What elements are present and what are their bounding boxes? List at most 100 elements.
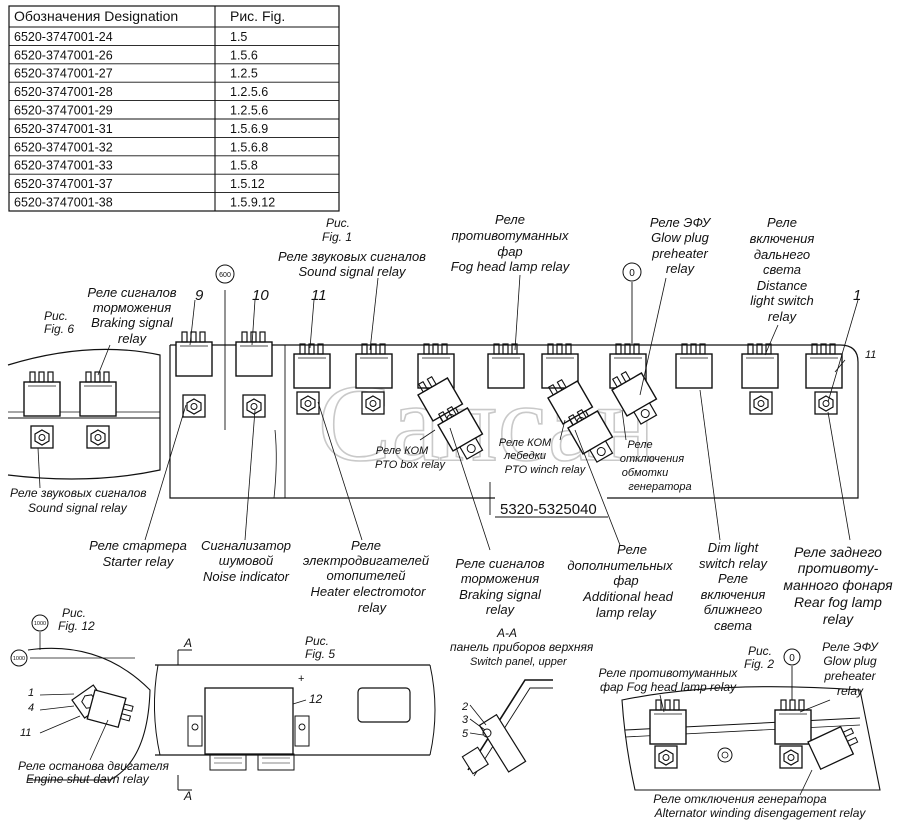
heater-3: отопителей	[327, 568, 406, 583]
fig2-glow-4: relay	[837, 684, 864, 698]
fig2-glow-1: Реле ЭФУ	[822, 640, 879, 654]
heater-5: relay	[358, 600, 388, 615]
fig6-ref-en: Fig. 6	[44, 322, 74, 336]
table-cell-figure: 1.2.5.6	[230, 85, 268, 99]
fig12-label-ru: Реле останова двигателя	[18, 759, 169, 773]
fog-relay-1: Реле	[495, 212, 525, 227]
braking-bottom-4: relay	[486, 602, 516, 617]
panel-code: 5320-5325040	[500, 501, 597, 518]
rear-fog-5: relay	[823, 611, 854, 627]
fig2-fog-2: фар Fog head lamp relay	[600, 680, 737, 694]
starter-ru: Реле стартера	[89, 538, 187, 553]
additional-1: Реле	[617, 542, 647, 557]
table-cell-figure: 1.5.12	[230, 177, 265, 191]
braking-top-3: Braking signal	[91, 315, 174, 330]
aa-panel-en: Switch panel, upper	[470, 656, 568, 668]
table-cell-designation: 6520-3747001-37	[14, 177, 113, 191]
num-11: 11	[311, 287, 327, 304]
designation-table: Обозначения Designation Рис. Fig. 6520-3…	[8, 5, 340, 212]
table-cell-figure: 1.5.8	[230, 159, 258, 173]
fig1-ref-en: Fig. 1	[322, 230, 352, 244]
aa-panel-ru: панель приборов верхняя	[450, 640, 594, 654]
heater-4: Heater electromotor	[311, 584, 427, 599]
braking-bottom-2: торможения	[461, 571, 539, 586]
num-10: 10	[252, 287, 269, 304]
aa-title: А-А	[496, 626, 517, 640]
table-header-figure: Рис. Fig.	[230, 8, 285, 24]
aa-num-2: 2	[461, 701, 468, 713]
fig12-inset: 1000 1000 Рис. Fig. 12 1 4 11 Реле остан…	[10, 606, 169, 786]
num-1: 1	[853, 287, 861, 304]
distance-relay-1: Реле	[767, 215, 797, 230]
table-cell-designation: 6520-3747001-24	[14, 30, 113, 44]
additional-3: фар	[613, 573, 638, 588]
dim-3: Реле	[718, 571, 748, 586]
pto-box-1: Реле КОМ	[376, 445, 429, 457]
alt-winding-3: обмотки	[622, 467, 668, 479]
additional-4: Additional head	[582, 589, 673, 604]
fig1-ref-ru: Рис.	[326, 216, 350, 230]
braking-top-2: торможения	[93, 300, 171, 315]
pto-winch-3: PTO winch relay	[505, 464, 587, 476]
table-header-designation: Обозначения Designation	[14, 8, 178, 24]
fig5-plus: +	[298, 673, 304, 685]
additional-5: lamp relay	[596, 605, 657, 620]
braking-top-4: relay	[118, 331, 148, 346]
braking-bottom-3: Braking signal	[459, 587, 542, 602]
noise-3: Noise indicator	[203, 569, 290, 584]
rear-fog-4: Rear fog lamp	[794, 594, 882, 610]
fig5-ref-en: Fig. 5	[305, 647, 335, 661]
heater-1: Реле	[351, 538, 381, 553]
aa-num-3: 3	[462, 714, 469, 726]
marker-1000-a-label: 1000	[34, 621, 46, 627]
table-cell-figure: 1.2.5.6	[230, 104, 268, 118]
pto-winch-1: Реле КОМ	[499, 437, 552, 449]
fig2-glow-2: Glow plug	[823, 654, 877, 668]
fig12-ref-ru: Рис.	[62, 606, 86, 620]
fig2-ref-ru: Рис.	[748, 644, 772, 658]
marker-0	[622, 262, 642, 282]
alt-winding-4: генератора	[628, 481, 691, 493]
pto-winch-2: лебедки	[503, 450, 546, 462]
distance-relay-7: relay	[768, 309, 798, 324]
fig2-fog-1: Реле противотуманных	[599, 666, 739, 680]
glow-relay-4: relay	[666, 261, 696, 276]
rear-fog-3: манного фонаря	[783, 577, 893, 593]
fig6-sound-en: Sound signal relay	[28, 501, 128, 515]
fig12-num-4: 4	[28, 702, 34, 714]
fig2-alt-2: Alternator winding disengagement relay	[654, 806, 867, 820]
num-11-right: 11	[865, 349, 876, 361]
marker-1000-b	[10, 649, 28, 667]
table-cell-figure: 1.2.5	[230, 67, 258, 81]
fog-relay-2: противотуманных	[452, 228, 569, 243]
fig2-glow-3: preheater	[823, 669, 876, 683]
fig5-inset: А А Рис. Fig. 5 12 +	[153, 634, 436, 803]
dim-4: включения	[701, 587, 766, 602]
fog-relay-4: Fog head lamp relay	[451, 259, 571, 274]
fig12-ref-en: Fig. 12	[58, 619, 95, 633]
glow-relay-1: Реле ЭФУ	[650, 215, 712, 230]
alt-winding-2: отключения	[620, 453, 684, 465]
fig5-num-12: 12	[309, 692, 323, 706]
marker-0-label: 0	[629, 268, 635, 279]
table-cell-figure: 1.5.9.12	[230, 196, 275, 210]
table-cell-designation: 6520-3747001-29	[14, 104, 113, 118]
additional-2: дополнительных	[567, 558, 673, 573]
sound-relay-en: Sound signal relay	[299, 264, 407, 279]
dim-1: Dim light	[708, 540, 760, 555]
fog-relay-3: фар	[497, 244, 522, 259]
marker-1000-a	[31, 614, 49, 632]
pto-box-2: PTO box relay	[375, 459, 447, 471]
fig1-panel: 5320-5325040	[87, 212, 893, 633]
aa-num-5: 5	[462, 728, 469, 740]
distance-relay-4: света	[763, 262, 801, 277]
alt-winding-1: Реле	[627, 439, 652, 451]
braking-top-1: Реле сигналов	[87, 285, 176, 300]
marker-600-label: 600	[219, 272, 231, 279]
fig5-section-a-bottom: А	[183, 789, 192, 803]
table-cell-figure: 1.5.6.8	[230, 140, 268, 154]
table-cell-designation: 6520-3747001-38	[14, 196, 113, 210]
distance-relay-2: включения	[750, 231, 815, 246]
